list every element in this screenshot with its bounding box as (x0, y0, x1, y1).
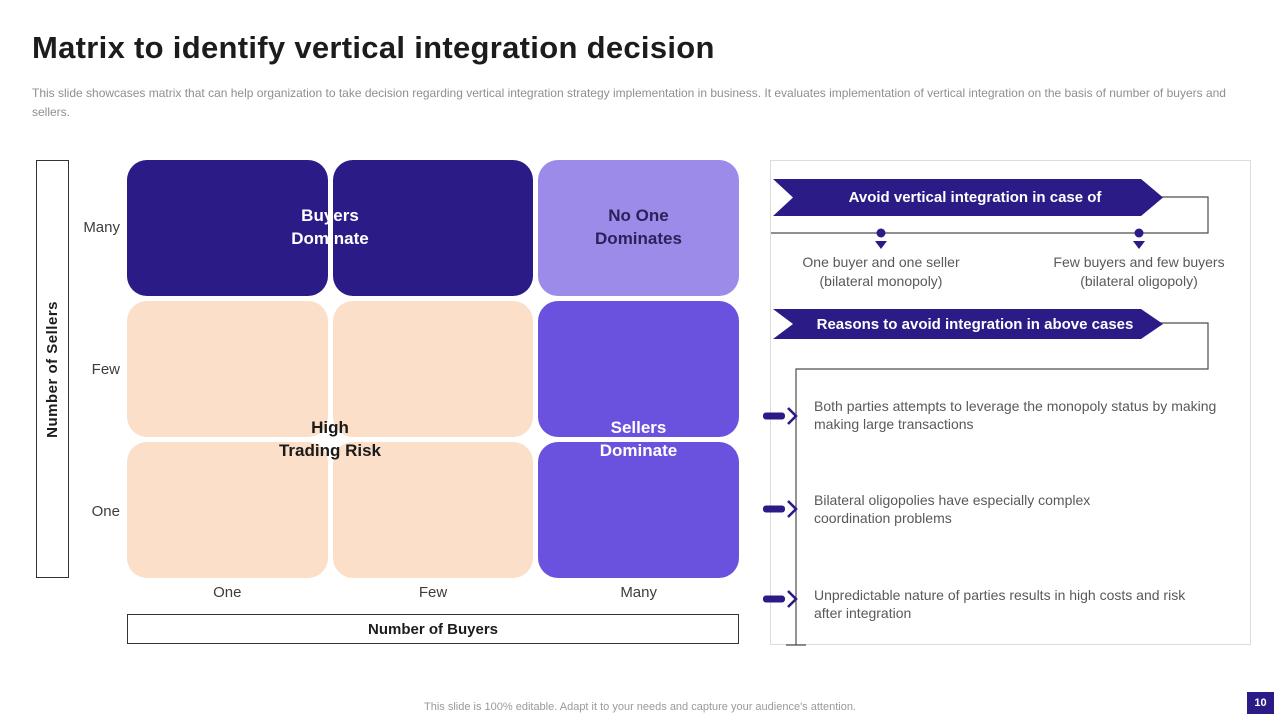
reason-item-2: Bilateral oligopolies have especially co… (814, 492, 1091, 527)
reason-arrow-icon-2 (763, 500, 798, 518)
matrix-cell-r3c2 (332, 442, 534, 578)
reason-item-3: Unpredictable nature of parties results … (814, 587, 1186, 622)
case-bilateral-monopoly: One buyer and one seller (bilateral mono… (802, 254, 960, 289)
case-arrow-down-icon-1 (875, 241, 887, 249)
case-arrow-down-icon-2 (1133, 241, 1145, 249)
matrix-cell-r1c2 (332, 160, 534, 296)
matrix-cell-r2c1 (127, 301, 328, 437)
matrix-cell-r3c1 (127, 442, 328, 578)
x-axis-label: Number of Buyers (367, 620, 499, 638)
page-number-badge: 10 (1247, 692, 1274, 714)
row-label-few: Few (91, 361, 120, 378)
y-axis-label: Number of Sellers (44, 300, 61, 438)
matrix-cell-r1c3 (538, 160, 739, 296)
right-panel: Avoid vertical integration in case of On… (763, 160, 1251, 646)
page-title: Matrix to identify vertical integration … (32, 30, 715, 65)
case-dot-2 (1134, 228, 1144, 238)
reason-arrow-icon-1 (763, 407, 798, 425)
footer-note: This slide is 100% editable. Adapt it to… (424, 701, 856, 713)
slide-subtitle: This slide showcases matrix that can hel… (32, 86, 1226, 119)
x-axis-label-box: Number of Buyers (127, 614, 739, 644)
y-axis-label-box: Number of Sellers (36, 160, 69, 578)
case-dot-1 (876, 228, 886, 238)
reason-arrow-icon-3 (763, 590, 798, 608)
matrix-grid: Buyers Dominate No One Dominates High Tr… (127, 160, 739, 578)
matrix-cell-r1c1 (127, 160, 328, 296)
col-label-one: One (213, 584, 242, 601)
banner-avoid-integration: Avoid vertical integration in case of (773, 179, 1163, 216)
row-label-many: Many (83, 219, 120, 236)
x-axis-tick-labels: One Few Many (127, 584, 739, 601)
col-label-few: Few (418, 584, 448, 601)
connector-lines (771, 196, 1209, 646)
matrix-cell-r3c3 (538, 442, 739, 578)
col-label-many: Many (620, 584, 657, 601)
matrix-cell-r2c3 (538, 301, 739, 437)
banner-reasons: Reasons to avoid integration in above ca… (773, 309, 1163, 339)
reason-item-1: Both parties attempts to leverage the mo… (814, 398, 1217, 433)
row-label-one: One (91, 503, 120, 520)
matrix-cell-r2c2 (332, 301, 534, 437)
case-bilateral-oligopoly: Few buyers and few buyers (bilateral oli… (1053, 254, 1225, 289)
